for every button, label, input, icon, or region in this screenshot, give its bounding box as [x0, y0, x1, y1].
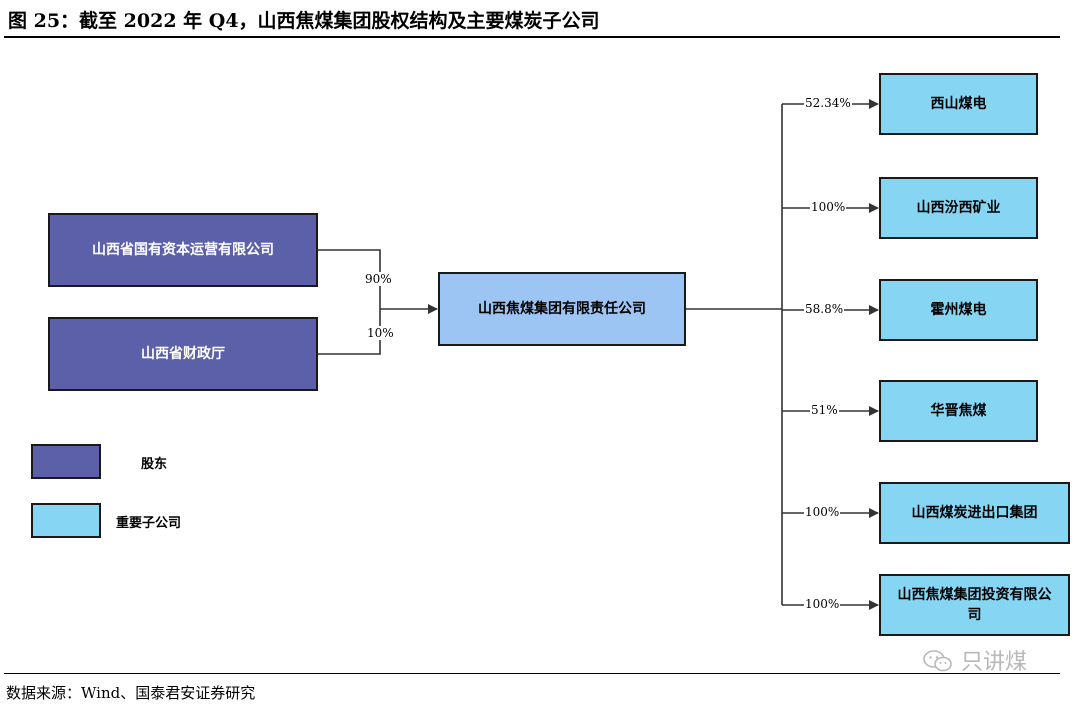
subsidiary-name: 山西汾西矿业	[916, 199, 1001, 216]
subsidiary-box: 山西焦煤集团投资有限公司	[879, 574, 1070, 636]
subsidiary-box: 山西煤炭进出口集团	[879, 482, 1070, 544]
subsidiary-box: 霍州煤电	[879, 279, 1038, 341]
pct-label-shareholder-2: 10%	[366, 326, 395, 340]
source-rule	[4, 673, 1060, 674]
watermark: 只讲煤	[922, 644, 1027, 676]
pct-label-shareholder-1: 90%	[364, 272, 393, 286]
connector-shareholder-2	[318, 309, 381, 355]
pct-label-subsidiary: 52.34%	[804, 96, 852, 110]
title-rule	[4, 36, 1060, 38]
shareholder-name: 山西省财政厅	[141, 345, 225, 362]
watermark-text: 只讲煤	[961, 650, 1028, 675]
pct-label-subsidiary: 100%	[810, 200, 847, 214]
pct-label-subsidiary: 100%	[804, 597, 841, 611]
subsidiary-box: 华晋焦煤	[879, 380, 1038, 442]
subsidiary-name: 山西焦煤集团投资有限公司	[897, 586, 1052, 623]
connector-shareholder-1	[318, 249, 381, 309]
subsidiary-name: 华晋焦煤	[930, 402, 987, 419]
legend-label-subsidiary: 重要子公司	[116, 516, 182, 531]
pct-label-subsidiary: 100%	[804, 505, 841, 519]
shareholder-name: 山西省国有资本运营有限公司	[92, 241, 274, 258]
legend-swatch-subsidiary	[31, 503, 101, 538]
pct-label-subsidiary: 58.8%	[804, 302, 845, 316]
shareholder-box-finance-dept: 山西省财政厅	[48, 317, 318, 391]
subsidiary-name: 西山煤电	[930, 95, 987, 112]
subsidiary-box: 山西汾西矿业	[879, 177, 1038, 239]
shareholder-box-sasac-capital: 山西省国有资本运营有限公司	[48, 213, 318, 287]
figure-title: 图 25：截至 2022 年 Q4，山西焦煤集团股权结构及主要煤炭子公司	[8, 10, 600, 32]
subsidiary-box: 西山煤电	[879, 73, 1038, 135]
wechat-icon	[922, 650, 961, 675]
group-company-box: 山西焦煤集团有限责任公司	[438, 272, 686, 346]
group-company-name: 山西焦煤集团有限责任公司	[478, 300, 646, 317]
legend-label-shareholder: 股东	[141, 457, 168, 472]
subsidiary-name: 霍州煤电	[930, 301, 987, 318]
pct-label-subsidiary: 51%	[810, 403, 839, 417]
source-note: 数据来源：Wind、国泰君安证券研究	[6, 684, 256, 702]
legend-swatch-shareholder	[31, 444, 101, 479]
subsidiary-name: 山西煤炭进出口集团	[911, 504, 1038, 521]
